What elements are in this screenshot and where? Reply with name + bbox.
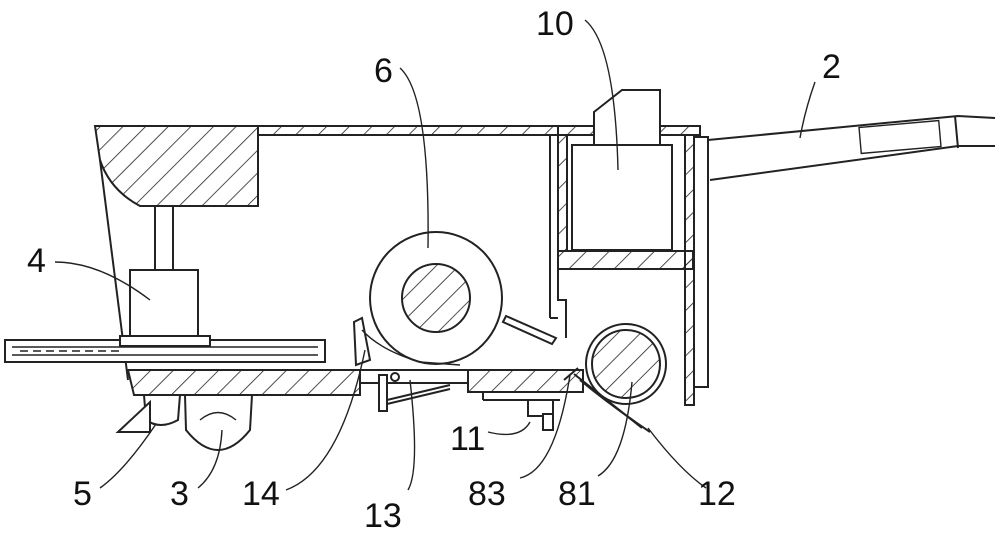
callouts: 2 10 6 4 5 3 14 13 11 83 81 12 bbox=[27, 5, 841, 535]
linkage-13 bbox=[378, 372, 451, 412]
leader-lines bbox=[54, 19, 816, 491]
sensor-11 bbox=[527, 399, 554, 431]
roller-6 bbox=[369, 231, 503, 365]
blade-14 bbox=[352, 316, 461, 367]
housing bbox=[93, 125, 709, 406]
brush-roller-81 bbox=[563, 323, 667, 433]
sliding-tray bbox=[4, 335, 326, 363]
label-83: 83 bbox=[468, 475, 506, 513]
label-6: 6 bbox=[374, 52, 393, 90]
handle-2 bbox=[707, 114, 996, 181]
label-2: 2 bbox=[822, 48, 841, 86]
label-13: 13 bbox=[364, 497, 402, 535]
bottom-floor bbox=[126, 369, 584, 401]
component-10-box bbox=[571, 89, 673, 251]
wheel-5 bbox=[115, 394, 182, 433]
label-12: 12 bbox=[698, 475, 736, 513]
label-3: 3 bbox=[170, 475, 189, 513]
label-10: 10 bbox=[536, 5, 574, 43]
label-4: 4 bbox=[27, 242, 46, 280]
label-81: 81 bbox=[558, 475, 596, 513]
actuator-4 bbox=[129, 205, 199, 337]
wheel-3 bbox=[183, 394, 254, 451]
label-5: 5 bbox=[73, 475, 92, 513]
label-11: 11 bbox=[450, 420, 485, 458]
guide-plate bbox=[501, 314, 558, 346]
label-14: 14 bbox=[242, 475, 280, 513]
